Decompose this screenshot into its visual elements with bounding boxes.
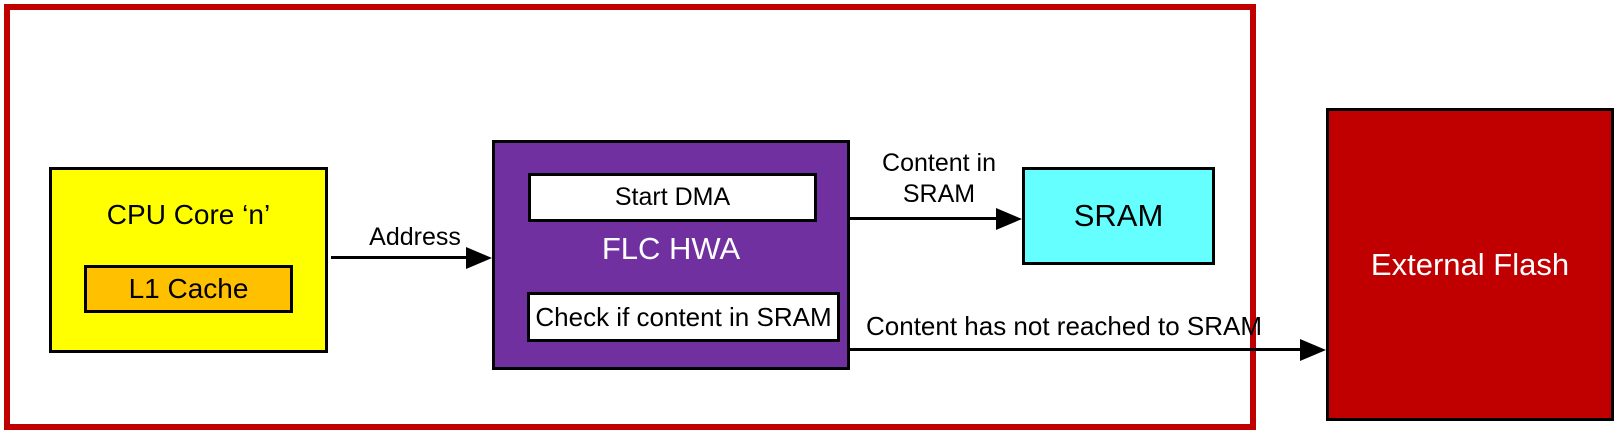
content-in-sram-arrow-head-icon	[996, 208, 1022, 230]
start-dma-label: Start DMA	[614, 183, 731, 211]
content-in-sram-arrow-line	[850, 217, 998, 220]
l1-cache-label: L1 Cache	[128, 273, 249, 304]
sram-label: SRAM	[1073, 198, 1164, 233]
check-if-content-label: Check if content in SRAM	[535, 301, 832, 332]
system-boundary-frame	[4, 4, 1256, 430]
content-not-reached-arrow-line	[850, 348, 1302, 351]
cpu-core-label: CPU Core ‘n’	[106, 199, 271, 230]
cpu-core-node: CPU Core ‘n’	[49, 167, 328, 353]
content-not-reached-arrow-head-icon	[1300, 339, 1326, 361]
start-dma-node: Start DMA	[528, 173, 817, 222]
external-flash-node: External Flash	[1326, 108, 1614, 421]
flc-hwa-label: FLC HWA	[601, 231, 741, 266]
address-edge-label: Address	[369, 223, 461, 251]
check-if-content-node: Check if content in SRAM	[527, 292, 840, 342]
address-arrow-line	[331, 256, 468, 259]
content-in-sram-label-line1: Content in	[882, 149, 996, 177]
external-flash-label: External Flash	[1370, 246, 1570, 282]
address-arrow-head-icon	[466, 247, 492, 269]
content-in-sram-label-line2: SRAM	[902, 180, 976, 208]
sram-node: SRAM	[1022, 167, 1215, 265]
content-not-reached-edge-label: Content has not reached to SRAM	[866, 311, 1263, 341]
content-in-sram-edge-label: Content in SRAM	[859, 148, 1019, 210]
l1-cache-node: L1 Cache	[84, 265, 293, 313]
